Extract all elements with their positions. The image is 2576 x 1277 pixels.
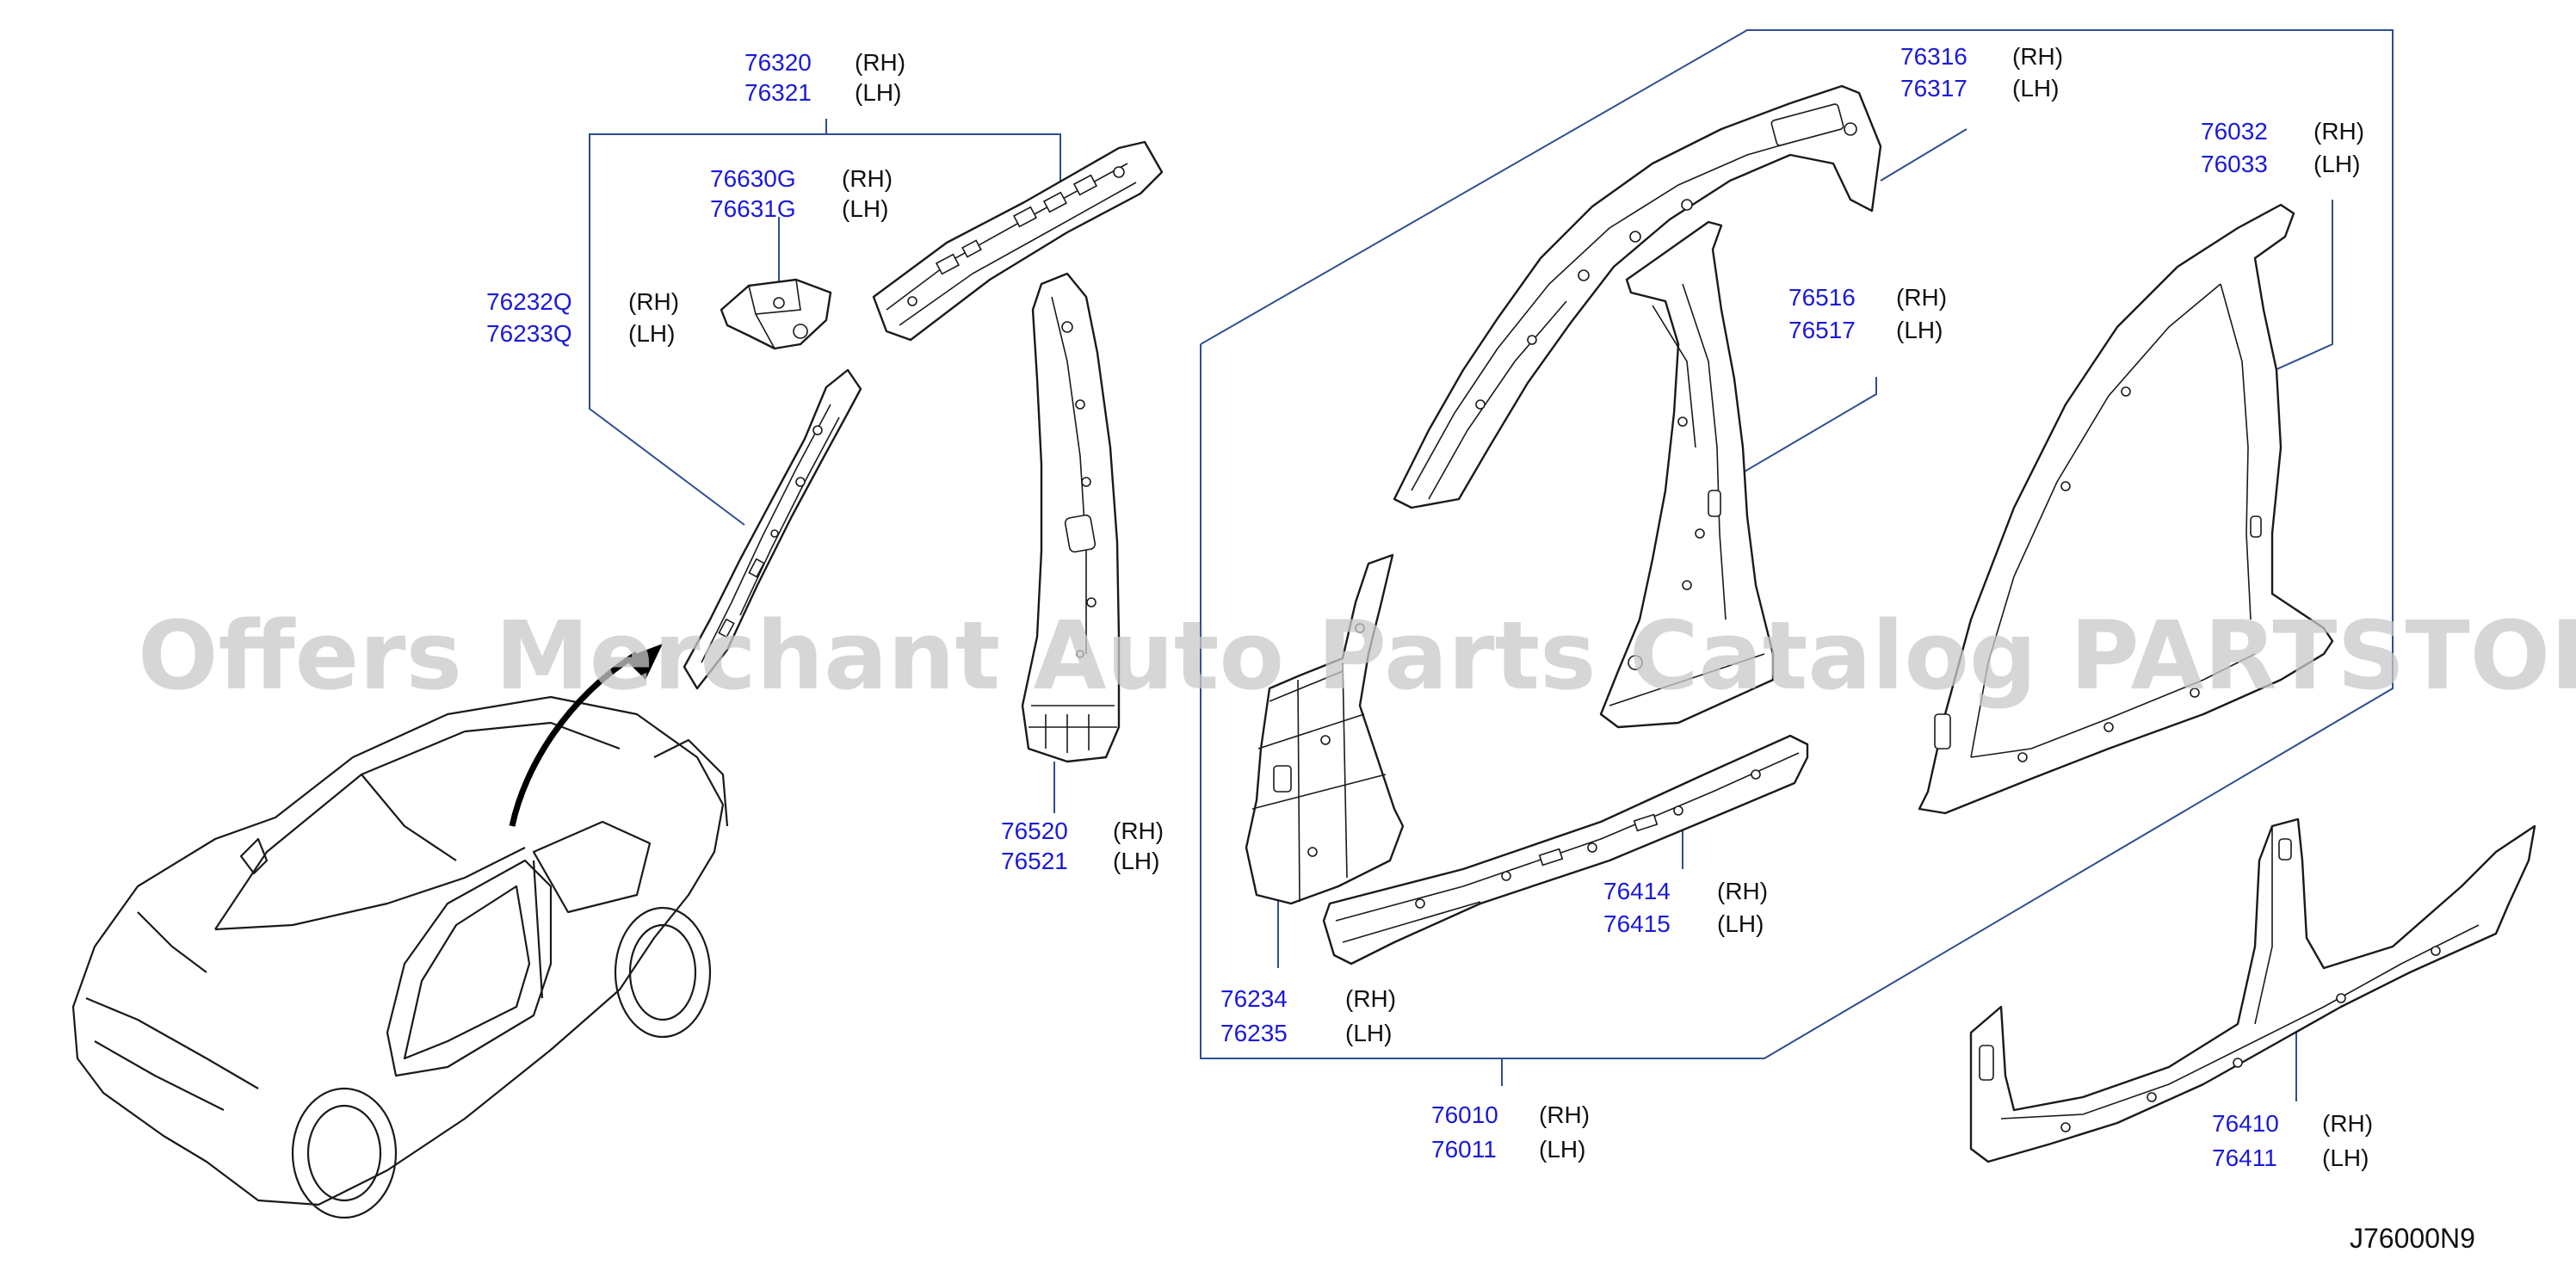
roof-rail-reinforcement-part[interactable] — [872, 140, 1164, 342]
body-side-outer-lower-part[interactable] — [1969, 817, 2536, 1163]
callout-76520[interactable]: 76520 76521 (RH) (LH) — [1001, 817, 1164, 874]
side-label: (RH) — [1539, 1101, 1590, 1128]
side-label: (RH) — [855, 49, 905, 76]
side-label: (LH) — [2313, 151, 2360, 177]
vehicle-overview-illustration — [71, 644, 729, 1219]
part-number: 76631G — [710, 195, 796, 222]
diagram-code: J76000N9 — [2350, 1223, 2475, 1254]
side-label: (LH) — [2012, 75, 2059, 102]
part-number: 76517 — [1788, 317, 1856, 343]
side-label: (RH) — [628, 288, 679, 315]
pillar-bracket-part[interactable] — [720, 278, 832, 350]
callout-76316[interactable]: 76316 76317 (RH) (LH) — [1900, 43, 2063, 102]
part-number: 76516 — [1788, 284, 1856, 311]
part-number: 76234 — [1220, 985, 1288, 1012]
side-label: (LH) — [628, 320, 675, 347]
watermark-text: Offers Merchant Auto Parts Catalog PARTS… — [138, 601, 2576, 711]
callout-76516[interactable]: 76516 76517 (RH) (LH) — [1788, 284, 1947, 343]
front-pillar-lower-part[interactable] — [1245, 553, 1405, 905]
side-label: (RH) — [1896, 284, 1947, 311]
side-label: (LH) — [1896, 317, 1943, 343]
part-number: 76233Q — [486, 320, 572, 347]
part-number: 76011 — [1431, 1136, 1497, 1163]
side-label: (RH) — [2313, 118, 2364, 145]
side-label: (RH) — [1345, 985, 1396, 1012]
part-number: 76630G — [710, 165, 796, 192]
side-label: (LH) — [1345, 1020, 1392, 1046]
part-number: 76521 — [1001, 848, 1068, 874]
roof-side-rail-outer-part[interactable] — [1393, 84, 1882, 509]
callout-76320[interactable]: 76320 76321 (RH) (LH) — [744, 49, 905, 106]
part-number: 76317 — [1900, 75, 1968, 102]
callout-76232Q[interactable]: 76232Q 76233Q (RH) (LH) — [486, 288, 679, 347]
part-number: 76235 — [1220, 1020, 1288, 1046]
part-number: 76320 — [744, 49, 812, 76]
center-pillar-outer-part[interactable] — [1599, 220, 1775, 729]
part-number: 76410 — [2212, 1110, 2279, 1137]
part-number: 76321 — [744, 79, 812, 106]
side-label: (LH) — [1539, 1136, 1585, 1163]
callout-76032[interactable]: 76032 76033 (RH) (LH) — [2201, 118, 2364, 177]
side-label: (RH) — [2322, 1110, 2373, 1137]
part-number: 76411 — [2212, 1144, 2277, 1171]
side-label: (RH) — [842, 165, 893, 192]
body-side-outer-part[interactable] — [1918, 203, 2334, 815]
callout-76414[interactable]: 76414 76415 (RH) (LH) — [1603, 878, 1768, 937]
sill-inner-part[interactable] — [1322, 734, 1809, 965]
center-pillar-inner-part[interactable] — [1021, 272, 1121, 763]
side-label: (LH) — [1717, 910, 1764, 937]
part-number: 76414 — [1603, 878, 1671, 904]
part-number: 76232Q — [486, 288, 572, 315]
pointer-arrowhead-icon — [624, 644, 663, 680]
part-number: 76010 — [1431, 1101, 1498, 1128]
callout-76010[interactable]: 76010 76011 (RH) (LH) — [1431, 1101, 1590, 1163]
side-label: (LH) — [842, 195, 888, 222]
callout-76234[interactable]: 76234 76235 (RH) (LH) — [1220, 985, 1396, 1046]
callout-76410[interactable]: 76410 76411 (RH) (LH) — [2212, 1110, 2373, 1171]
side-label: (RH) — [1717, 878, 1768, 904]
side-label: (LH) — [1113, 848, 1159, 874]
part-number: 76032 — [2201, 118, 2268, 145]
part-number: 76520 — [1001, 817, 1068, 844]
front-pillar-inner-part[interactable] — [683, 368, 862, 690]
side-label: (LH) — [2322, 1144, 2369, 1171]
callout-76630G[interactable]: 76630G 76631G (RH) (LH) — [710, 165, 893, 222]
part-number: 76316 — [1900, 43, 1968, 70]
side-label: (LH) — [855, 79, 901, 106]
part-number: 76415 — [1603, 910, 1671, 937]
part-number: 76033 — [2201, 151, 2268, 177]
side-label: (RH) — [1113, 817, 1164, 844]
side-label: (RH) — [2012, 43, 2063, 70]
